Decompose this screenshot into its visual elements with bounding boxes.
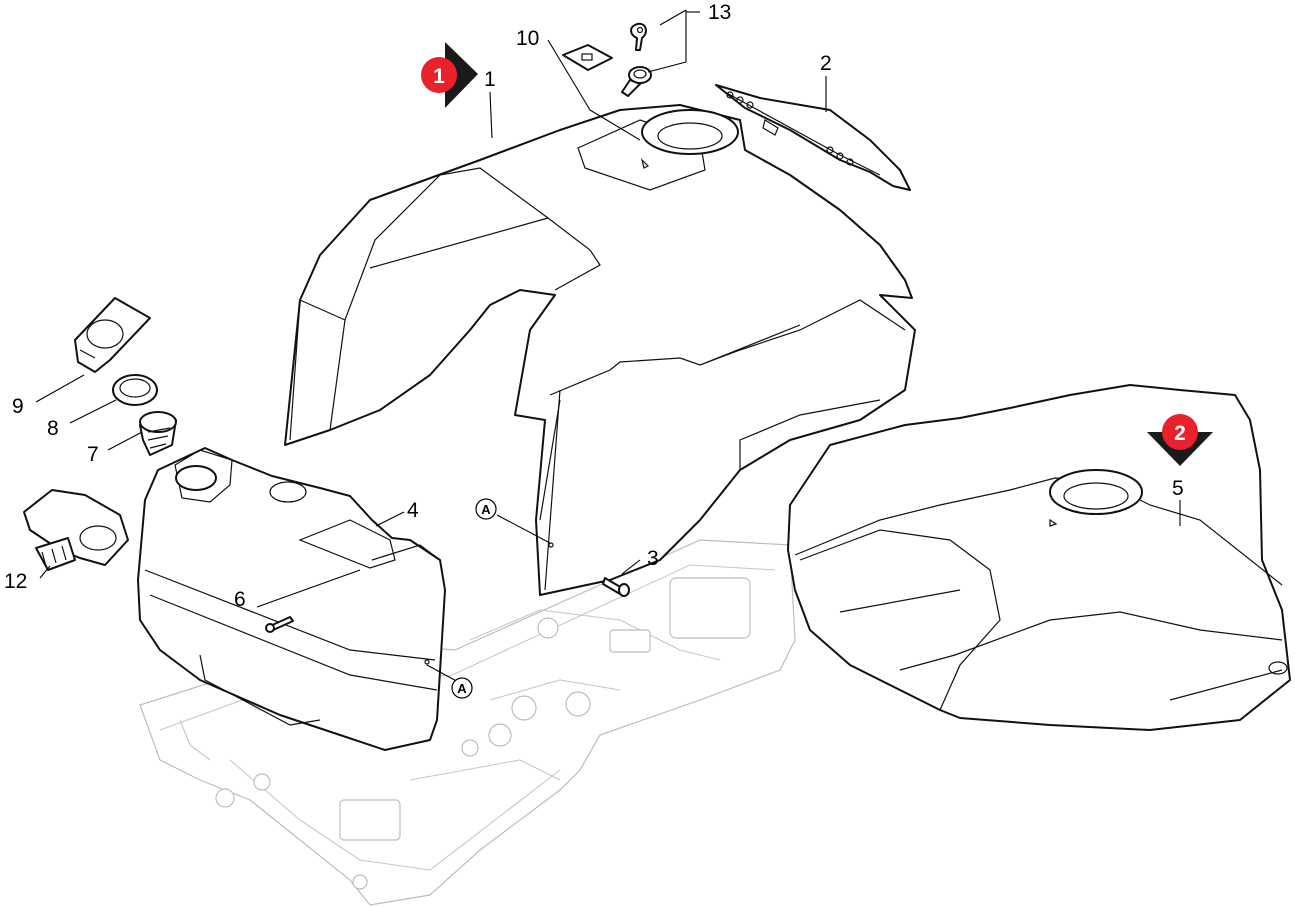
callout-6: 6 — [234, 588, 246, 611]
marker-2-circle — [1162, 414, 1198, 450]
base-frame-ghost — [139, 539, 796, 906]
part-12-filler-cap — [23, 489, 129, 571]
callout-9: 9 — [12, 395, 24, 418]
marker-2-number: 2 — [1174, 422, 1186, 445]
reference-a-1: A — [475, 498, 497, 520]
reference-a-2: A — [451, 677, 473, 699]
callout-2: 2 — [820, 52, 832, 75]
marker-1-circle — [421, 57, 457, 93]
callout-4: 4 — [407, 499, 419, 522]
callout-8: 8 — [47, 417, 59, 440]
leader-lines — [35, 9, 1181, 684]
part-8-ring — [112, 374, 158, 406]
part-9-cover — [74, 297, 151, 373]
part-3-bolt — [602, 577, 630, 597]
part-5-hood-variant — [787, 384, 1291, 731]
callout-10: 10 — [516, 27, 539, 50]
part-13-lock-key — [621, 22, 652, 97]
part-4-tank — [137, 447, 446, 751]
marker-1-number: 1 — [433, 65, 445, 88]
reference-a-2-label: A — [457, 681, 467, 696]
marker-1: 1 — [421, 42, 478, 108]
callout-3: 3 — [647, 547, 659, 570]
part-2-panel — [715, 84, 911, 191]
reference-a-1-label: A — [481, 502, 491, 517]
part-7-strainer — [139, 411, 177, 456]
marker-1-arrow — [445, 42, 478, 108]
marker-2: 2 — [1147, 414, 1213, 466]
part-10-plate — [562, 44, 613, 71]
part-6-screw — [265, 616, 294, 633]
callout-13: 13 — [708, 1, 731, 24]
callout-5: 5 — [1172, 477, 1184, 500]
callout-12: 12 — [4, 570, 27, 593]
callout-1: 1 — [484, 68, 496, 91]
callout-7: 7 — [87, 443, 99, 466]
part-1-hood — [284, 104, 916, 596]
callout-labels: 1 2 3 4 5 6 7 8 9 10 12 13 — [4, 1, 1184, 611]
